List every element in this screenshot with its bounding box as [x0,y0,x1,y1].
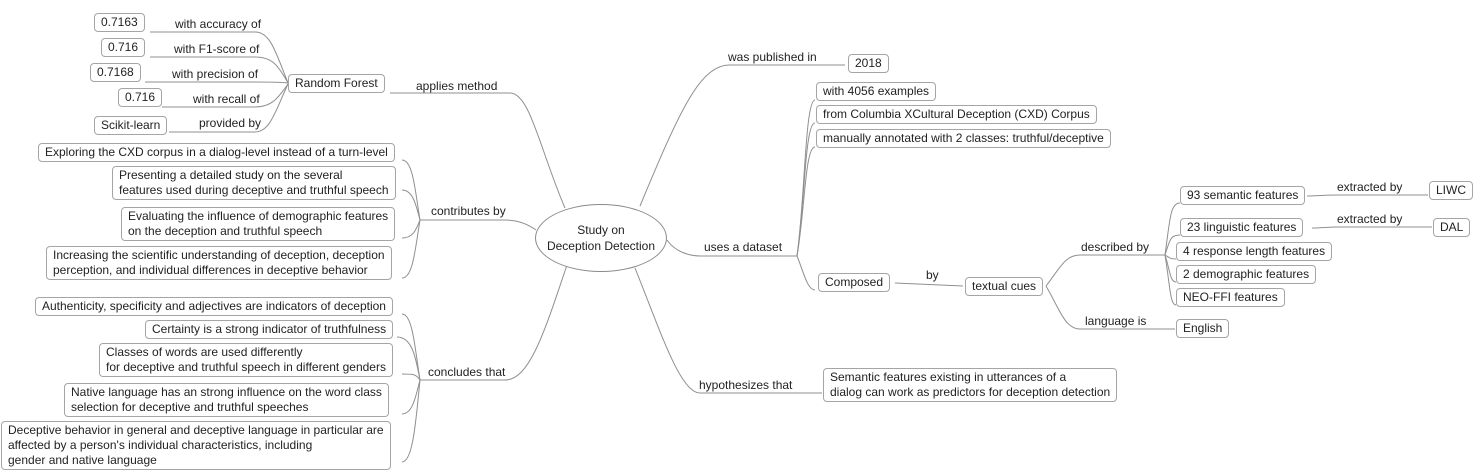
contribution-1[interactable]: Exploring the CXD corpus in a dialog-lev… [38,143,395,162]
recall-label: with recall of [193,92,260,106]
accuracy-value[interactable]: 0.7163 [94,13,145,32]
link-contrib-2 [401,189,421,221]
conclusion-2[interactable]: Certainty is a strong indicator of truth… [145,320,394,339]
link-center-contributes [420,219,537,231]
f1-label: with F1-score of [174,42,260,56]
accuracy-label: with accuracy of [175,17,262,31]
year-node[interactable]: 2018 [848,54,889,73]
described-by-label: described by [1081,240,1150,254]
concludes-that-label: concludes that [428,365,506,379]
link-conc-5 [401,379,421,463]
link-feat-response [1164,254,1177,260]
applies-method-label: applies method [416,79,498,93]
dataset-corpus[interactable]: from Columbia XCultural Deception (CXD) … [816,105,1097,124]
feature-semantic[interactable]: 93 semantic features [1180,186,1306,205]
center-topic[interactable]: Study on Deception Detection [535,204,667,272]
link-contrib-1 [401,159,421,221]
link-feat-neoffi [1164,254,1177,306]
contribution-3[interactable]: Evaluating the influence of demographic … [121,207,396,241]
link-contrib-3 [401,219,421,239]
link-ds-composed [796,255,816,291]
composed-node[interactable]: Composed [818,273,891,292]
link-feat-demographic [1164,254,1177,283]
published-label: was published in [728,50,817,64]
link-conc-4 [401,379,421,415]
contributes-by-label: contributes by [431,204,506,218]
link-rf-accuracy [150,31,289,84]
english-node[interactable]: English [1176,319,1230,338]
f1-value[interactable]: 0.716 [101,38,146,57]
feature-demographic[interactable]: 2 demographic features [1176,265,1317,284]
feature-neo-ffi[interactable]: NEO-FFI features [1176,288,1285,307]
dal-node[interactable]: DAL [1433,218,1471,237]
feature-linguistic[interactable]: 23 linguistic features [1180,218,1304,237]
link-cues-described [1045,254,1165,287]
link-rf-precision [145,81,289,84]
conclusion-3[interactable]: Classes of words are used differently fo… [99,343,393,377]
link-center-hypothesis [634,267,822,394]
link-cues-language [1045,285,1175,330]
dataset-annotated[interactable]: manually annotated with 2 classes: truth… [816,129,1111,148]
contribution-4[interactable]: Increasing the scientific understanding … [46,246,392,280]
link-semantic-liwc [1306,194,1428,197]
recall-value[interactable]: 0.716 [118,88,163,107]
random-forest-node[interactable]: Random Forest [288,74,385,93]
extracted-by-label-2: extracted by [1337,212,1403,226]
link-feat-semantic [1164,202,1181,256]
precision-label: with precision of [172,67,259,81]
conclusion-1[interactable]: Authenticity, specificity and adjectives… [35,297,393,316]
conclusion-4[interactable]: Native language has an strong influence … [64,383,389,417]
link-rf-provider [169,83,289,133]
precision-value[interactable]: 0.7168 [90,63,141,82]
link-composed-cues [894,282,964,287]
extracted-by-label-1: extracted by [1337,180,1403,194]
language-is-label: language is [1085,314,1147,328]
contribution-2[interactable]: Presenting a detailed study on the sever… [112,166,396,200]
link-center-published [639,64,845,207]
link-feat-linguistic [1164,234,1181,256]
uses-dataset-label: uses a dataset [704,240,783,254]
link-conc-2 [396,336,421,381]
link-ds-annotated [796,146,816,257]
link-conc-3 [401,373,421,381]
dataset-examples[interactable]: with 4056 examples [816,82,937,101]
link-rf-recall [162,83,289,108]
hypothesizes-that-label: hypothesizes that [699,378,793,392]
feature-response-length[interactable]: 4 response length features [1176,242,1333,261]
hypothesis-node[interactable]: Semantic features existing in utterances… [823,368,1118,402]
scikit-learn-node[interactable]: Scikit-learn [94,116,168,135]
link-contrib-4 [401,219,421,279]
provided-by-label: provided by [199,116,262,130]
link-linguistic-dal [1311,226,1432,229]
by-label: by [926,268,939,282]
link-rf-f1 [150,56,289,84]
link-center-dataset [666,239,797,257]
link-center-concludes [420,261,569,381]
link-center-random-forest [390,92,566,209]
liwc-node[interactable]: LIWC [1429,181,1473,200]
textual-cues-node[interactable]: textual cues [965,277,1044,296]
conclusion-5[interactable]: Deceptive behavior in general and decept… [1,421,391,470]
